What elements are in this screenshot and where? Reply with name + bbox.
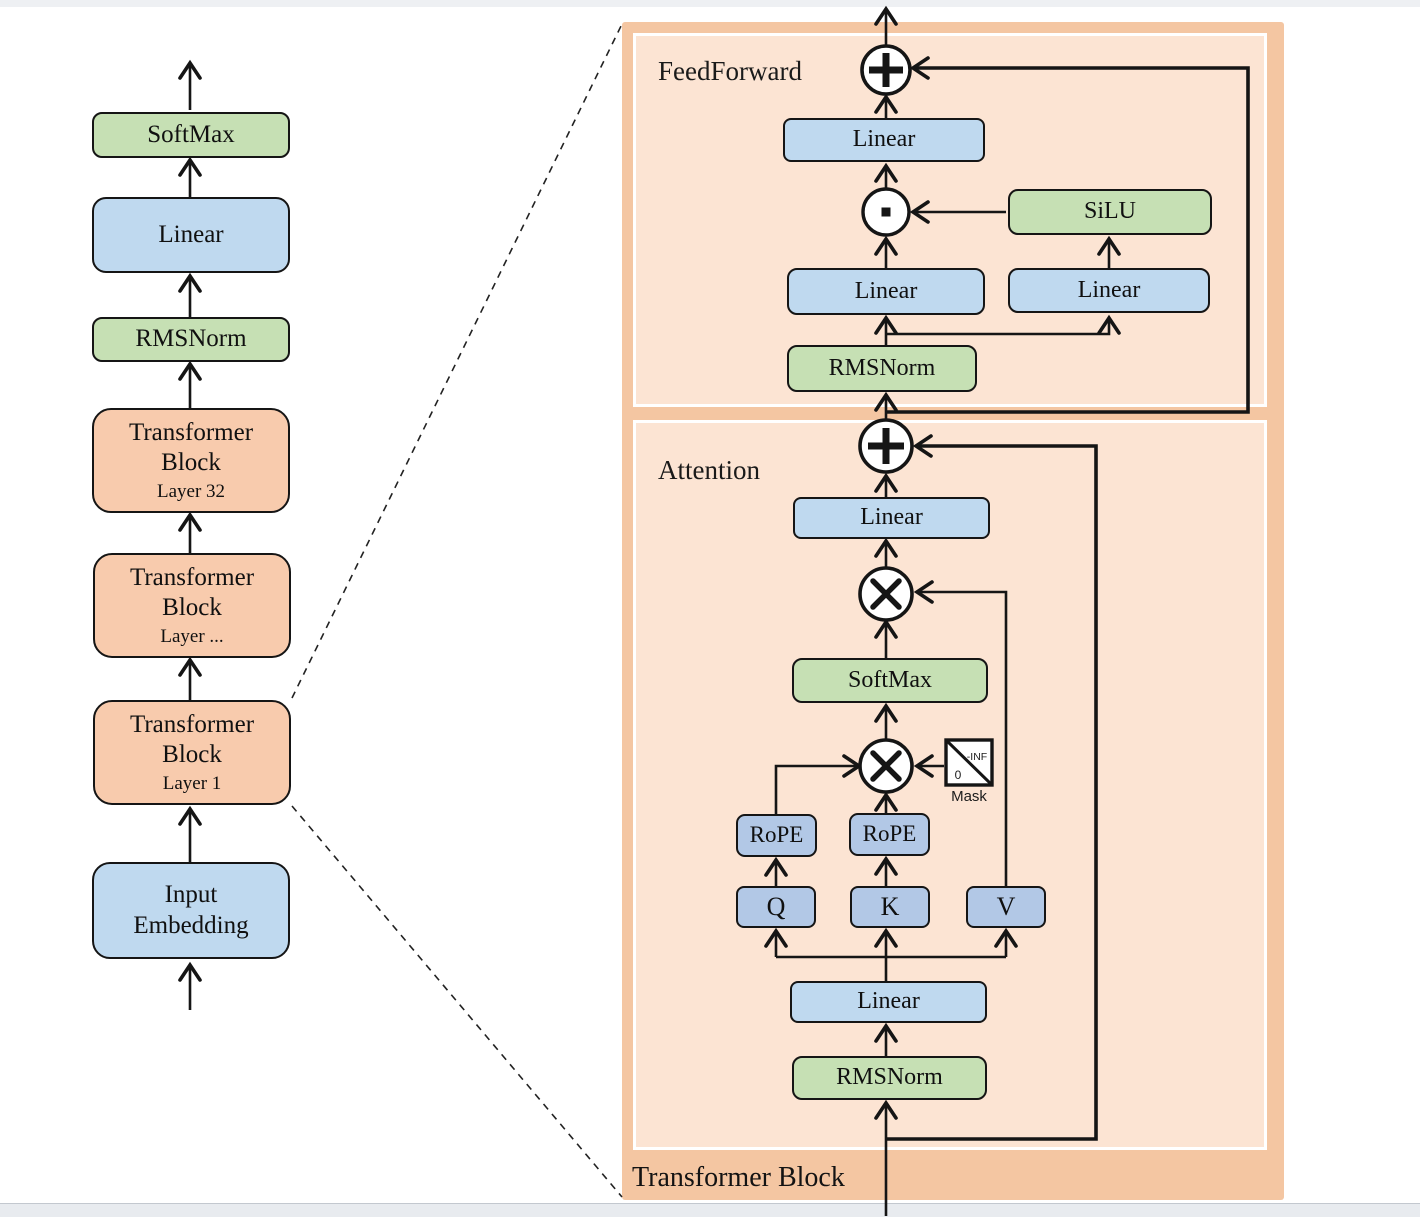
zoom-guide-dashes [291, 23, 623, 1198]
block-layer-label: Layer 32 [156, 480, 226, 502]
block-title: Transformer Block [129, 563, 255, 621]
attn-rmsnorm-box: RMSNorm [792, 1056, 987, 1100]
value-box: V [966, 886, 1046, 928]
block-title: Transformer Block [128, 418, 254, 476]
ff-rmsnorm-box: RMSNorm [787, 345, 977, 392]
transformer-block-panel-label: Transformer Block [632, 1162, 845, 1193]
key-box: K [850, 886, 930, 928]
feedforward-section-label: FeedForward [658, 56, 802, 86]
block-title: Transformer Block [129, 710, 255, 768]
softmax-output-box: SoftMax [92, 112, 290, 158]
attn-softmax-box: SoftMax [792, 658, 988, 703]
transformer-block-layer-dots: Transformer Block Layer ... [93, 553, 291, 658]
window-edge-bottom [0, 1203, 1420, 1217]
attn-linear-in-box: Linear [790, 981, 987, 1023]
attention-section-label: Attention [658, 455, 760, 485]
block-layer-label: Layer ... [160, 625, 224, 647]
mask-label: Mask [951, 788, 987, 805]
window-edge-top [0, 0, 1420, 7]
rope-k-box: RoPE [849, 813, 930, 856]
block-layer-label: Layer 1 [162, 772, 222, 794]
rope-q-box: RoPE [736, 814, 817, 857]
ff-linear-right-box: Linear [1008, 268, 1210, 313]
ff-silu-box: SiLU [1008, 189, 1212, 235]
input-embedding-box: Input Embedding [92, 862, 290, 959]
ff-linear-down-box: Linear [783, 118, 985, 162]
query-box: Q [736, 886, 816, 928]
linear-head-box: Linear [92, 197, 290, 273]
attn-linear-out-box: Linear [793, 497, 990, 539]
transformer-block-layer1: Transformer Block Layer 1 [93, 700, 291, 805]
ff-linear-left-box: Linear [787, 268, 985, 315]
transformer-block-layer32: Transformer Block Layer 32 [92, 408, 290, 513]
rmsnorm-final-box: RMSNorm [92, 317, 290, 362]
